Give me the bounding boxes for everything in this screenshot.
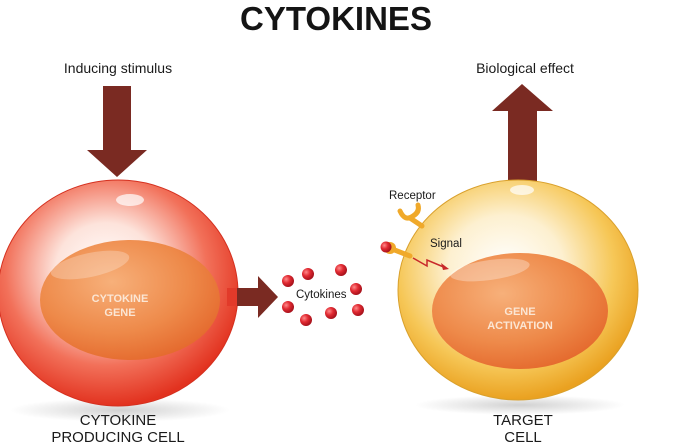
stimulus-arrow-down — [87, 86, 147, 177]
gene-activation-line1: GENE — [504, 306, 535, 318]
diagram-title: CYTOKINES — [240, 0, 432, 37]
gene-activation-line2: ACTIVATION — [487, 320, 553, 332]
nucleus-highlight — [50, 250, 130, 280]
target-cell-caption-line2: CELL — [504, 429, 542, 446]
producing-cell-caption-line1: CYTOKINE — [80, 412, 156, 429]
producing-cell-nucleus — [40, 240, 220, 360]
signal-arrow — [412, 257, 449, 270]
producing-cell-shadow — [10, 398, 230, 422]
nucleus-highlight — [450, 258, 530, 282]
cytokine-dot — [350, 283, 362, 295]
target-cell-shadow — [415, 395, 625, 415]
cytokine-particles — [282, 264, 364, 326]
bound-cytokine-dot — [380, 241, 392, 253]
cytokines-label: Cytokines — [296, 289, 347, 301]
cell-highlight — [510, 185, 534, 195]
cell-highlight — [116, 194, 144, 206]
cytokine-gene-line2: GENE — [104, 307, 135, 319]
cytokine-dot — [282, 301, 294, 313]
inducing-stimulus-label: Inducing stimulus — [64, 60, 172, 76]
target-cell-nucleus — [432, 253, 608, 369]
receptor-label: Receptor — [389, 190, 436, 202]
signal-label: Signal — [430, 238, 462, 250]
secretion-arrow — [237, 276, 278, 318]
receptor-empty — [397, 202, 425, 229]
cytokine-dot — [302, 268, 314, 280]
cytokine-dot — [335, 264, 347, 276]
target-cell-caption-line1: TARGET — [493, 412, 553, 429]
biological-effect-label: Biological effect — [476, 60, 574, 76]
cytokine-dot — [352, 304, 364, 316]
cytokine-dot — [325, 307, 337, 319]
cytokine-dot — [282, 275, 294, 287]
cytokine-gene-line1: CYTOKINE — [92, 293, 149, 305]
receptor-bound — [380, 241, 413, 259]
cytokine-dot — [300, 314, 312, 326]
producing-cell-caption-line2: PRODUCING CELL — [51, 429, 184, 446]
effect-arrow-up — [492, 84, 553, 185]
secretion-arrow-base — [227, 288, 237, 306]
